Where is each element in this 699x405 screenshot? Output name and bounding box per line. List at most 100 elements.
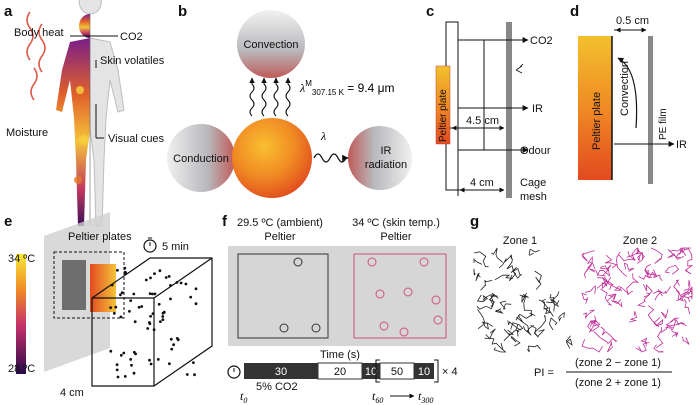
- mosquito-dot: [152, 328, 156, 332]
- trajectory: [484, 337, 504, 351]
- trajectory: [636, 251, 644, 264]
- mosquito-dot: [192, 361, 195, 364]
- mosquito-dot: [149, 314, 153, 318]
- mosquito-dot: [127, 309, 131, 313]
- mosquito-dot: [148, 321, 151, 324]
- mosquito-dot: [168, 362, 171, 366]
- trajectory: [635, 343, 647, 353]
- mosquito-dot: [159, 320, 162, 323]
- cage-label-1: Cage: [520, 177, 546, 189]
- mosquito-positions: [109, 266, 198, 379]
- trajectory: [558, 311, 565, 322]
- mosquito-marker: [399, 327, 409, 337]
- cage-cube: [91, 257, 213, 387]
- distance-4cm: 4 cm: [470, 177, 494, 189]
- segment-4: 50: [391, 366, 403, 378]
- trajectory: [616, 251, 628, 277]
- trajectory: [602, 277, 622, 291]
- mosquito-markers: [279, 257, 443, 337]
- trajectory: [494, 308, 504, 314]
- mosquito-icon: [515, 63, 524, 74]
- ir-label-d: IR: [676, 139, 687, 151]
- cage-mesh: [506, 22, 512, 198]
- panel-g: g Zone 1 Zone 2 PI = (zone 2 − zone 1) (…: [470, 213, 694, 389]
- label-skin-volatiles: Skin volatiles: [100, 55, 165, 67]
- mosquito-dot: [172, 343, 176, 347]
- segment-5: 10: [418, 366, 430, 378]
- trajectory: [545, 291, 560, 304]
- trajectory: [647, 305, 660, 328]
- panel-e: e 34 ºC 28 ºC Peltier plates 4 cm 5 min: [4, 212, 213, 399]
- mosquito-dot: [185, 373, 189, 376]
- mosquito-dot: [169, 337, 173, 341]
- panel-f: f 29.5 ºC (ambient) Peltier 34 ºC (skin …: [222, 213, 458, 405]
- mosquito-dot: [129, 299, 133, 302]
- trajectory: [681, 336, 690, 345]
- panel-a: a Body heat CO2 Skin vol: [4, 0, 165, 227]
- convection-label: Convection: [243, 39, 298, 51]
- mosquito-dot: [162, 310, 166, 314]
- trajectory: [653, 286, 671, 295]
- trajectory: [519, 294, 532, 317]
- ir-label-line1: IR: [381, 145, 392, 157]
- temperature-colorbar: [16, 254, 26, 374]
- t300-label: t300: [418, 389, 433, 405]
- mosquito-dot: [194, 287, 198, 291]
- trajectory: [507, 320, 522, 331]
- segment-1: 30: [275, 366, 287, 378]
- trajectory: [626, 273, 640, 296]
- trajectory: [510, 335, 521, 347]
- left-condition-title: 29.5 ºC (ambient): [237, 217, 323, 229]
- trajectory: [687, 286, 693, 296]
- trajectory: [494, 274, 514, 281]
- trajectory: [516, 315, 530, 332]
- mosquito-marker: [379, 321, 389, 331]
- label-body-heat: Body heat: [14, 27, 64, 39]
- mosquito-dot: [132, 350, 136, 354]
- trajectory: [476, 294, 488, 303]
- pi-denominator: (zone 2 + zone 1): [575, 377, 661, 389]
- trajectory: [650, 247, 663, 264]
- trajectory: [480, 279, 493, 291]
- t0-label: t0: [240, 389, 247, 405]
- mosquito-dot: [149, 276, 152, 280]
- trajectory: [653, 344, 664, 353]
- trajectory: [509, 271, 522, 282]
- trajectory: [581, 339, 604, 353]
- mosquito-dot: [137, 305, 141, 309]
- co2-concentration-label: 5% CO2: [256, 381, 298, 393]
- trajectory: [506, 255, 515, 273]
- heat-waves-icon: [26, 11, 46, 101]
- convection-arrow: [617, 57, 638, 129]
- mosquito-dot: [119, 293, 122, 297]
- mosquito-dot: [161, 318, 165, 321]
- mosquito-dot: [133, 320, 137, 324]
- trajectory: [585, 255, 593, 273]
- peltier-plates-label: Peltier plates: [68, 231, 132, 243]
- mosquito-dot: [109, 306, 112, 309]
- peltier-plate-d: [578, 36, 612, 180]
- co2-label: CO2: [530, 35, 553, 47]
- zone1-trajectories: [473, 247, 573, 353]
- zone2-label: Zone 2: [623, 235, 657, 247]
- mosquito-dot: [112, 311, 116, 315]
- trajectory: [675, 247, 684, 259]
- peltier-plate-label: Peltier plate: [438, 89, 449, 142]
- mosquito-dot: [167, 275, 171, 278]
- stopwatch-icon: [143, 237, 157, 253]
- convection-label-d: Convection: [619, 61, 631, 116]
- trajectory: [485, 328, 496, 340]
- mosquito-marker: [279, 323, 289, 333]
- mosquito-dot: [114, 305, 118, 309]
- convection-circle: [237, 10, 305, 78]
- mosquito-marker: [431, 295, 441, 305]
- trajectory: [637, 292, 651, 308]
- mosquito-dot: [122, 351, 126, 355]
- mosquito-dot: [130, 363, 133, 367]
- trajectory: [606, 341, 614, 353]
- trajectory: [596, 268, 611, 277]
- panel-g-letter: g: [470, 213, 479, 230]
- mosquito-dot: [116, 268, 119, 272]
- panel-d: d Peltier plate 0.5 cm Convection PE fil…: [570, 3, 687, 184]
